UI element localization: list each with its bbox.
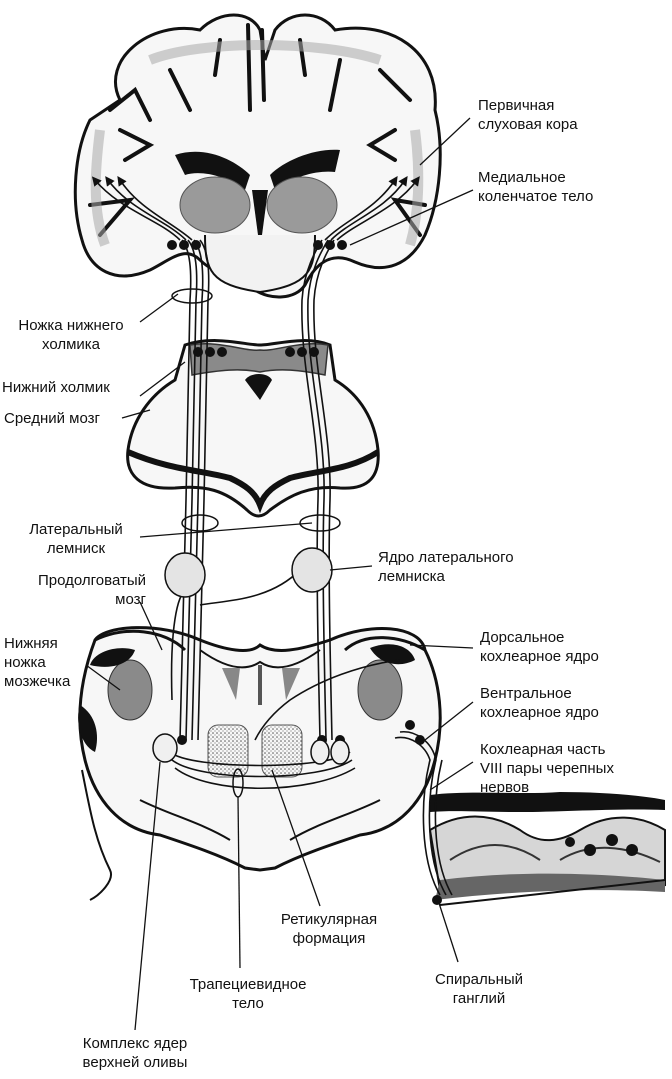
medulla-section [78, 626, 442, 872]
cerebral-aqueduct [245, 374, 272, 400]
label-spiral-ganglion: Спиральный ганглий [434, 971, 524, 1007]
label-cochlear-nerve: Кохлеарная часть VIII пары черепных нерв… [480, 741, 614, 796]
cochlea [428, 792, 666, 906]
auditory-fibers [91, 176, 453, 896]
label-trapezoid-body: Трапециевидное тело [189, 976, 307, 1012]
label-lateral-lemniscus: Латеральный лемниск [29, 521, 123, 557]
label-dorsal-cochlear-nucleus: Дорсальное кохлеарное ядро [480, 629, 599, 665]
label-primary-auditory-cortex: Первичная слуховая кора [478, 97, 578, 133]
label-reticular-formation: Ретикулярная формация [280, 911, 378, 947]
label-midbrain: Средний мозг [4, 410, 100, 427]
label-inferior-cerebellar-peduncle: Нижняя ножка мозжечка [4, 635, 71, 690]
medulla-outline-left [81, 769, 112, 901]
thalamus [179, 176, 338, 234]
lemniscus-nuclei [164, 547, 333, 598]
leader-lines [85, 117, 474, 1031]
label-ventral-cochlear-nucleus: Вентральное кохлеарное ядро [480, 685, 599, 721]
label-medulla: Продолговатый мозг [38, 572, 146, 608]
label-inferior-colliculus: Нижний холмик [2, 379, 110, 396]
label-inferior-colliculus-brachium: Ножка нижнего холмика [18, 317, 124, 353]
superior-olive-nuclei [152, 733, 350, 765]
label-lateral-lemniscus-nucleus: Ядро латерального лемниска [378, 549, 514, 585]
label-superior-olive-complex: Комплекс ядер верхней оливы [82, 1035, 188, 1071]
label-medial-geniculate-body: Медиальное коленчатое тело [478, 169, 594, 205]
midbrain-section [126, 339, 380, 518]
cortex-grey-band [90, 40, 424, 247]
